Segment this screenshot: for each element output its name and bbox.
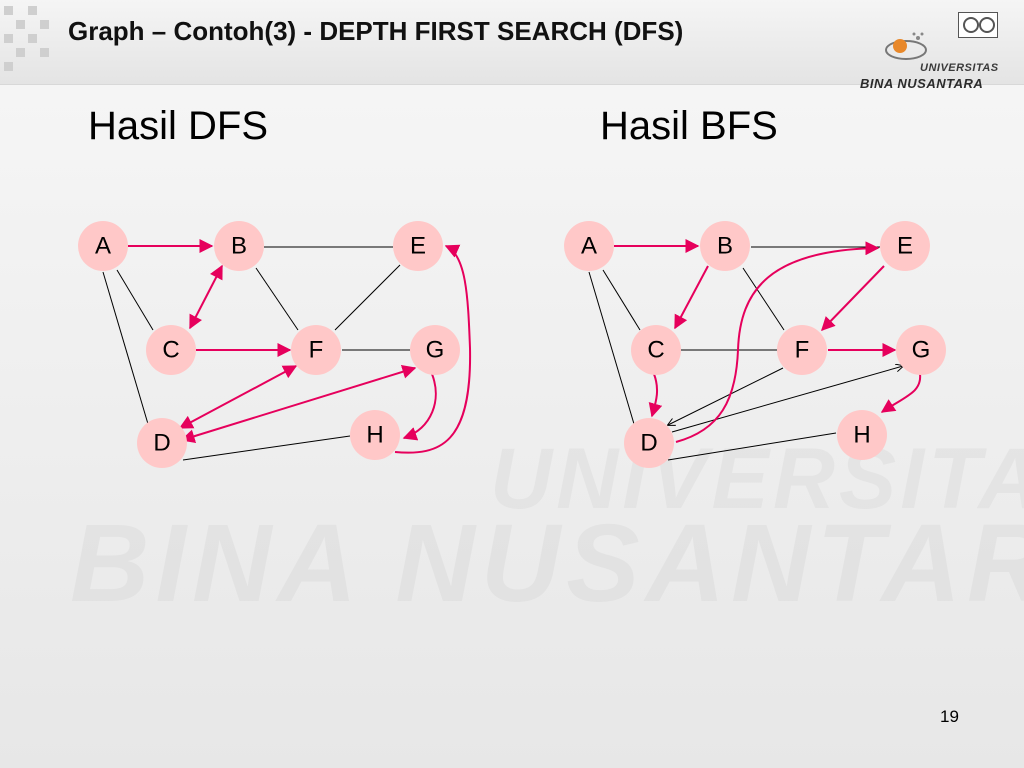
edge-b-f bbox=[742, 267, 785, 331]
svg-text:C: C bbox=[647, 337, 664, 364]
edge-a-d bbox=[102, 271, 149, 425]
arrow-f-d bbox=[178, 365, 298, 429]
edge-b-f bbox=[255, 267, 299, 331]
bfs-nodes: A B E C F G D H bbox=[564, 221, 946, 468]
edge-f-d bbox=[668, 367, 784, 425]
bfs-edges bbox=[588, 246, 903, 461]
svg-text:G: G bbox=[912, 337, 931, 364]
svg-text:C: C bbox=[162, 337, 179, 364]
svg-text:F: F bbox=[309, 337, 324, 364]
node-h: H bbox=[350, 410, 400, 460]
svg-text:E: E bbox=[410, 233, 426, 260]
arrow-e-f bbox=[821, 265, 885, 332]
svg-text:D: D bbox=[153, 430, 170, 457]
node-f: F bbox=[291, 325, 341, 375]
edge-e-f bbox=[334, 264, 401, 331]
page-number: 19 bbox=[940, 707, 959, 726]
slide-title: Graph – Contoh(3) - DEPTH FIRST SEARCH (… bbox=[68, 16, 684, 46]
heading-dfs: Hasil DFS bbox=[88, 104, 269, 148]
logo-text-binus: BINA NUSANTARA bbox=[860, 76, 984, 91]
svg-text:B: B bbox=[231, 233, 247, 260]
svg-text:A: A bbox=[581, 233, 597, 260]
node-a: A bbox=[78, 221, 128, 271]
svg-text:D: D bbox=[640, 430, 657, 457]
svg-text:G: G bbox=[426, 337, 445, 364]
badge-icon bbox=[958, 12, 998, 38]
dfs-nodes: A B E C F G D H bbox=[78, 221, 460, 468]
node-d: D bbox=[137, 418, 187, 468]
bfs-graph: A B E C F G D H bbox=[564, 221, 946, 468]
node-b: B bbox=[700, 221, 750, 271]
svg-text:E: E bbox=[897, 233, 913, 260]
node-f: F bbox=[777, 325, 827, 375]
edge-d-g bbox=[671, 366, 903, 433]
arrow-d-g bbox=[180, 365, 417, 443]
arrow-h-e bbox=[394, 244, 472, 454]
svg-text:B: B bbox=[717, 233, 733, 260]
edge-d-h bbox=[667, 432, 837, 461]
node-g: G bbox=[896, 325, 946, 375]
svg-text:F: F bbox=[795, 337, 810, 364]
node-a: A bbox=[564, 221, 614, 271]
arrow-b-c bbox=[674, 265, 709, 330]
dfs-traversal bbox=[128, 239, 472, 454]
node-e: E bbox=[880, 221, 930, 271]
heading-bfs: Hasil BFS bbox=[600, 104, 778, 148]
dfs-graph: A B E C F G D H bbox=[78, 221, 472, 468]
node-e: E bbox=[393, 221, 443, 271]
svg-text:H: H bbox=[853, 422, 870, 449]
bfs-traversal bbox=[614, 239, 922, 443]
arrow-g-h bbox=[880, 373, 922, 413]
binus-logo: UNIVERSITAS BINA NUSANTARA bbox=[860, 10, 1015, 92]
edge-a-d bbox=[588, 271, 635, 425]
slide-header: Graph – Contoh(3) - DEPTH FIRST SEARCH (… bbox=[0, 0, 1024, 91]
edge-a-c bbox=[602, 269, 641, 331]
edge-d-h bbox=[182, 435, 351, 461]
dfs-edges bbox=[102, 246, 410, 461]
svg-text:A: A bbox=[95, 233, 111, 260]
node-c: C bbox=[146, 325, 196, 375]
arrow-b-c bbox=[189, 264, 223, 330]
arrow-d-e bbox=[675, 241, 880, 443]
node-d: D bbox=[624, 418, 674, 468]
logo-orb-icon bbox=[885, 32, 927, 60]
arrow-g-h bbox=[402, 373, 437, 441]
decorative-squares bbox=[0, 0, 60, 80]
node-g: G bbox=[410, 325, 460, 375]
edge-a-c bbox=[116, 269, 154, 331]
node-c: C bbox=[631, 325, 681, 375]
logo-text-universitas: UNIVERSITAS bbox=[920, 62, 999, 74]
node-h: H bbox=[837, 410, 887, 460]
arrow-c-d bbox=[648, 373, 663, 418]
node-b: B bbox=[214, 221, 264, 271]
svg-text:H: H bbox=[366, 422, 383, 449]
